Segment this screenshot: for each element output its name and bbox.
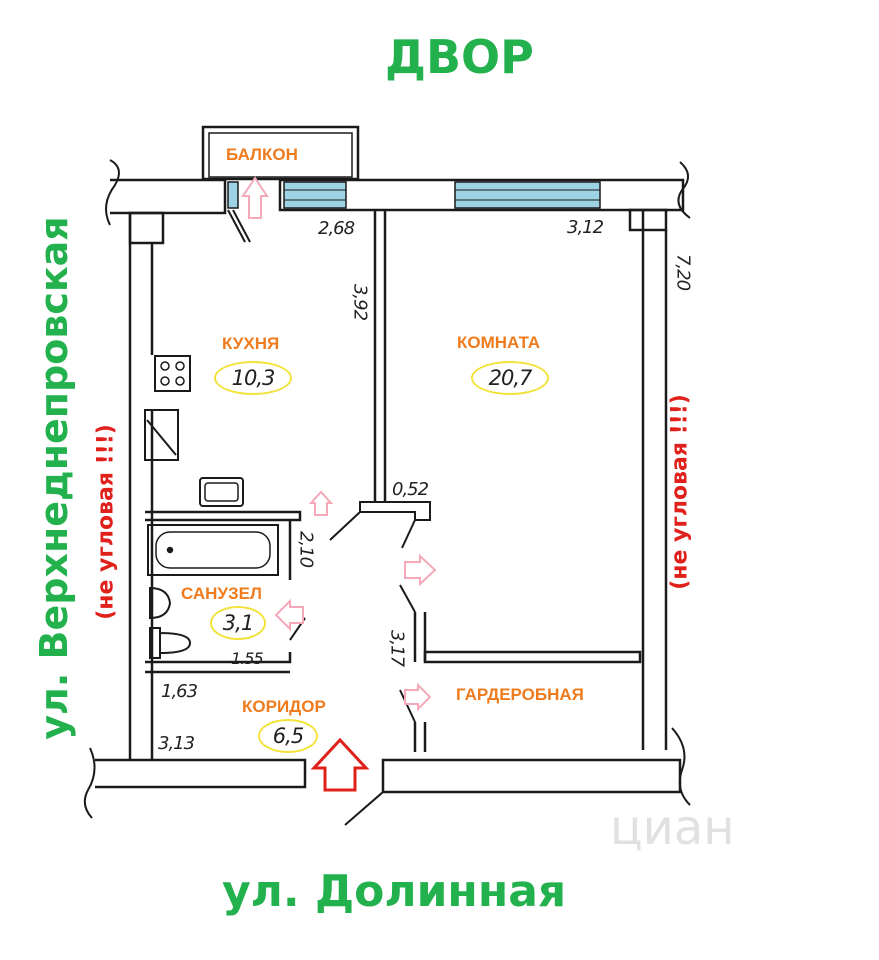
bathtub bbox=[147, 524, 279, 576]
not-corner-right-note: (не угловая !!!) bbox=[667, 394, 693, 590]
window-room bbox=[454, 181, 601, 209]
balcony-label: БАЛКОН bbox=[226, 145, 298, 164]
top-wall bbox=[110, 178, 227, 215]
room-area: 20,7 bbox=[471, 361, 549, 395]
door-arrow-room bbox=[404, 553, 437, 587]
door-arrow-balcony bbox=[241, 176, 269, 219]
door-arrow-bathroom bbox=[274, 598, 304, 632]
right-wall bbox=[641, 210, 668, 750]
corridor-area: 6,5 bbox=[258, 719, 318, 753]
courtyard-label: ДВОР bbox=[385, 30, 534, 84]
bathroom-label: САНУЗЕЛ bbox=[181, 584, 262, 603]
corridor-label: КОРИДОР bbox=[242, 697, 326, 716]
entrance-arrow bbox=[310, 737, 370, 792]
dim-corridor-width-a: 1,63 bbox=[161, 681, 198, 702]
door-arrow-kitchen bbox=[308, 490, 334, 516]
stove bbox=[154, 355, 191, 392]
fridge bbox=[144, 409, 179, 461]
kitchen-area: 10,3 bbox=[214, 361, 292, 395]
dim-room-width: 3,12 bbox=[567, 217, 604, 238]
dim-bath-length: 2,10 bbox=[295, 530, 317, 568]
dim-bath-width: 1.55 bbox=[231, 649, 264, 668]
dim-total-length: 7,20 bbox=[672, 253, 694, 291]
watermark-logo: циан bbox=[610, 800, 735, 856]
street-bottom-label: ул. Долинная bbox=[222, 866, 567, 917]
window-kitchen bbox=[283, 181, 347, 209]
bathroom-area: 3,1 bbox=[210, 606, 266, 640]
wash-basin bbox=[149, 586, 172, 620]
room-label: КОМНАТА bbox=[457, 333, 541, 352]
toilet bbox=[149, 627, 192, 659]
dim-partition: 0,52 bbox=[392, 479, 429, 500]
door-arrow-wardrobe bbox=[404, 682, 432, 712]
dim-corridor-width-b: 3,13 bbox=[158, 733, 195, 754]
street-left-label: ул. Верхнеднепровская bbox=[32, 216, 76, 740]
dim-kitchen-length: 3,92 bbox=[349, 283, 371, 321]
left-wall bbox=[128, 213, 154, 760]
kitchen-room-partition bbox=[373, 210, 387, 502]
dim-wardrobe-length: 3,17 bbox=[386, 629, 408, 667]
dim-kitchen-width: 2,68 bbox=[318, 218, 355, 239]
kitchen-sink bbox=[199, 477, 244, 507]
not-corner-left-note: (не угловая !!!) bbox=[93, 424, 119, 620]
bath-wall bbox=[145, 510, 302, 522]
wardrobe-wall bbox=[423, 650, 642, 664]
wardrobe-label: ГАРДЕРОБНАЯ bbox=[456, 685, 584, 704]
bottom-wall bbox=[95, 758, 307, 789]
kitchen-label: КУХНЯ bbox=[222, 334, 280, 353]
